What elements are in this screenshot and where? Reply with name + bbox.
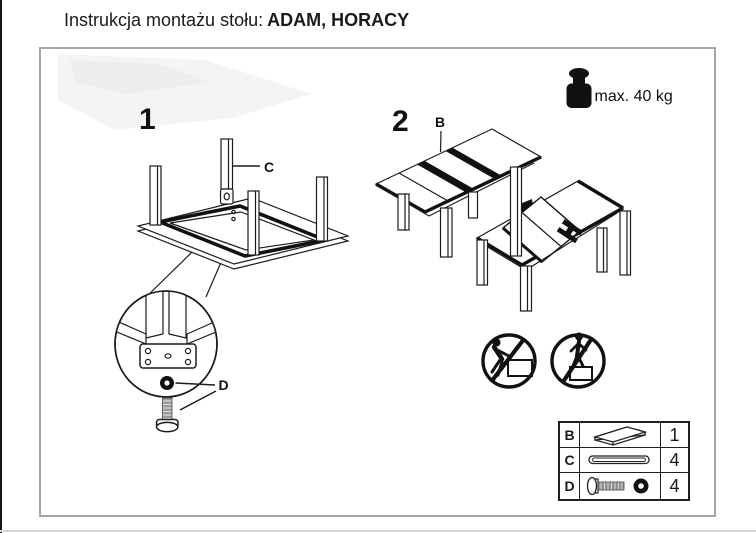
leaf-label-line bbox=[439, 130, 442, 153]
parts-row-d: D bbox=[560, 473, 688, 499]
page-left-edge bbox=[0, 0, 2, 533]
leaf-gap-stripe bbox=[445, 147, 502, 179]
leg-board bbox=[145, 291, 164, 339]
leg-label: C bbox=[264, 159, 274, 175]
max-weight-text: max. 40 kg bbox=[595, 88, 673, 105]
title-prefix: Instrukcja montażu stołu: bbox=[64, 10, 264, 30]
part-quantity: 4 bbox=[669, 449, 680, 470]
parts-row-b: B 1 bbox=[560, 423, 688, 448]
washer-label-line bbox=[175, 382, 216, 386]
parts-table: B 1 C 4 D bbox=[558, 421, 690, 501]
table-leg-icon bbox=[580, 448, 661, 472]
table-leg bbox=[596, 227, 608, 273]
page-title: Instrukcja montażu stołu:ADAM, HORACY bbox=[64, 10, 409, 31]
corner-detail-magnifier bbox=[114, 290, 218, 398]
step1-number: 1 bbox=[139, 103, 156, 136]
table-leg bbox=[397, 193, 410, 231]
table-leaf-icon bbox=[580, 423, 661, 447]
mounting-plate bbox=[139, 343, 197, 369]
leg-board bbox=[168, 291, 187, 339]
step-2: 2 B bbox=[374, 105, 632, 312]
title-models: ADAM, HORACY bbox=[267, 10, 410, 30]
leaf-seam bbox=[398, 172, 449, 202]
bolt bbox=[155, 397, 179, 433]
table-leg bbox=[467, 191, 479, 219]
table-leg bbox=[519, 265, 533, 312]
washer-icon bbox=[633, 478, 649, 494]
bolt-washer-label: D bbox=[219, 377, 229, 393]
loose-leg-part-c bbox=[219, 138, 234, 205]
corner-screw-hole bbox=[231, 209, 236, 215]
part-quantity: 4 bbox=[669, 475, 680, 496]
table-leaf-folding bbox=[475, 179, 632, 312]
table-leg bbox=[476, 239, 489, 286]
weight-icon bbox=[566, 68, 592, 108]
part-letter: C bbox=[560, 448, 580, 472]
corner-screw-hole bbox=[231, 216, 236, 222]
table-leg bbox=[247, 190, 260, 256]
watermark bbox=[58, 54, 312, 130]
step2-number: 2 bbox=[392, 105, 409, 138]
no-standing-icon bbox=[550, 332, 606, 389]
leaf-label: B bbox=[435, 114, 445, 130]
table-leg bbox=[619, 210, 632, 276]
part-letter: B bbox=[560, 423, 580, 447]
bolt-and-washer-icon bbox=[580, 473, 661, 499]
weight-limit: max. 40 kg bbox=[566, 68, 673, 108]
table-leg bbox=[509, 166, 523, 257]
part-quantity: 1 bbox=[669, 424, 680, 445]
table-leg bbox=[315, 176, 329, 242]
step-1: 1 bbox=[114, 103, 350, 433]
apron-inner-edge bbox=[169, 211, 317, 251]
table-extended bbox=[374, 128, 543, 258]
bolt-icon bbox=[586, 476, 625, 496]
table-frame-upside-down bbox=[136, 165, 350, 270]
bolt-label-line bbox=[179, 390, 217, 411]
page-bottom-edge bbox=[0, 530, 756, 532]
apron-rail bbox=[186, 318, 217, 345]
table-leg bbox=[149, 165, 162, 226]
parts-row-c: C 4 bbox=[560, 448, 688, 473]
slide-rail-connector bbox=[556, 219, 584, 244]
leaf-gap-stripe bbox=[417, 160, 474, 193]
part-letter: D bbox=[560, 473, 580, 499]
table-leg bbox=[439, 207, 453, 258]
no-climbing-icon bbox=[481, 333, 537, 389]
